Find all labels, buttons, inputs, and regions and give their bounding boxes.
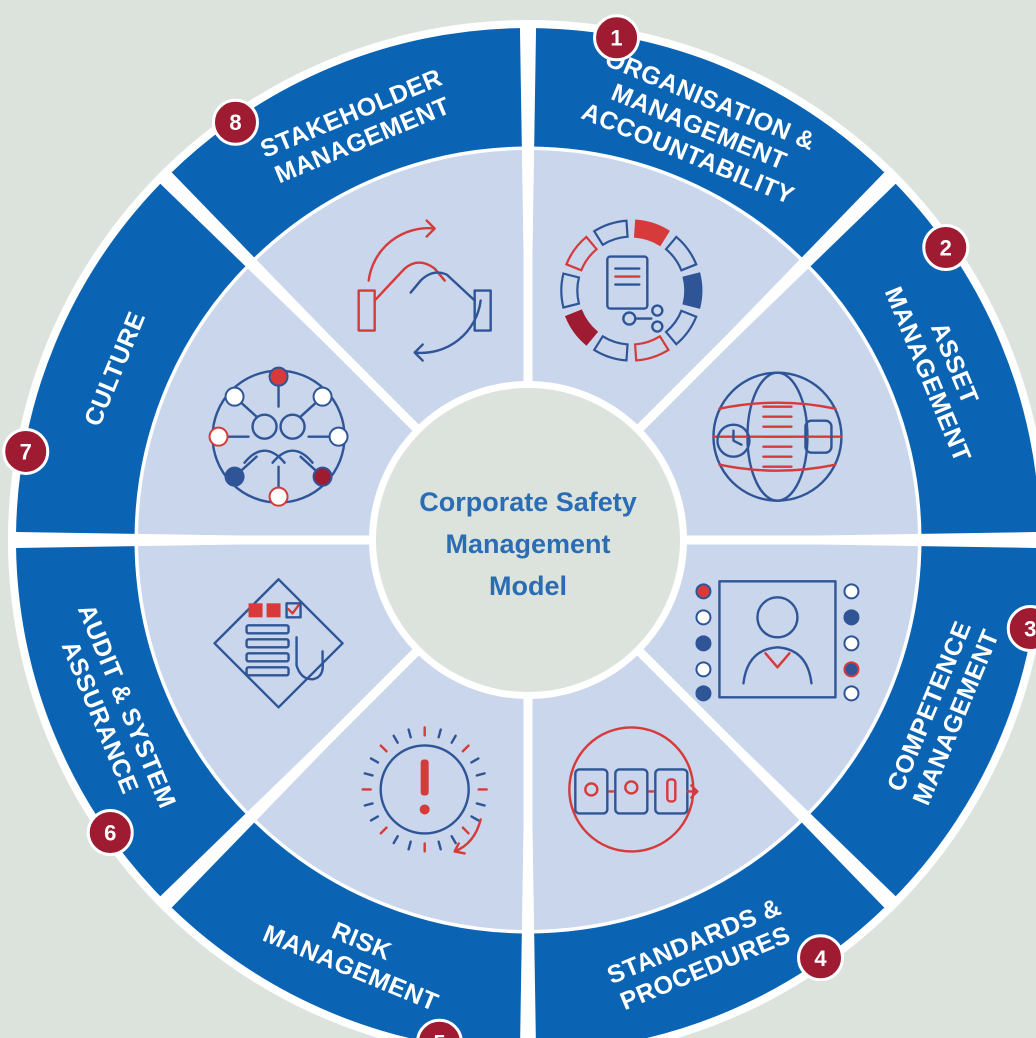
badge-number: 1 (610, 26, 622, 51)
badge-number: 5 (433, 1030, 445, 1038)
badge-circle (593, 14, 641, 62)
procedure-flow-icon (568, 726, 699, 853)
badge-circle (2, 427, 50, 475)
badge-number: 3 (1024, 617, 1036, 642)
segment-divider (632, 169, 899, 436)
segment-badge-7: 7 (2, 427, 50, 475)
badge-number: 6 (104, 821, 116, 846)
network-node (208, 426, 229, 447)
segment-badge-2: 2 (922, 223, 970, 271)
badge-circle (922, 223, 970, 271)
person-competence-icon (695, 580, 860, 702)
handshake-icon (357, 219, 492, 362)
globe-asset-icon (712, 371, 843, 502)
segment-badge-4: 4 (797, 934, 845, 982)
outer-segment-2 (809, 183, 1036, 534)
center-circle (376, 388, 680, 692)
ring-piece (664, 235, 698, 272)
segment-divider (157, 169, 424, 436)
inner-segment-1 (530, 150, 800, 431)
inner-segment-5 (256, 649, 526, 930)
segment-badge-3: 3 (1006, 605, 1036, 653)
network-node (268, 366, 289, 387)
inner-segment-8 (256, 150, 526, 431)
segment-icons (208, 219, 860, 855)
node (695, 661, 712, 678)
segment-badge-5: 5 (416, 1018, 463, 1038)
badge-circle (797, 934, 845, 982)
center-hub: Corporate Safety Management Model (376, 388, 680, 692)
exclamation-dot (419, 804, 430, 815)
node (695, 635, 712, 652)
center-title-line-3: Model (489, 571, 567, 601)
ring-piece (682, 272, 703, 309)
network-node (268, 486, 289, 507)
inner-segment-4 (530, 649, 800, 930)
center-title-line-1: Corporate Safety (419, 487, 637, 517)
center-title-line-2: Management (445, 529, 610, 559)
badge-circle (1006, 605, 1036, 653)
node (843, 609, 860, 626)
network-node (328, 426, 349, 447)
badge-circle (211, 98, 259, 146)
ring-piece (633, 334, 670, 362)
outer-segment-5 (171, 821, 522, 1038)
ring-separator (134, 146, 922, 934)
node (843, 685, 860, 702)
check-box (266, 603, 281, 618)
segment-divider (157, 644, 424, 911)
ring-piece (564, 235, 599, 272)
node (843, 635, 860, 652)
risk-alert-icon (361, 726, 488, 855)
node (843, 661, 860, 678)
inner-segment-3 (637, 542, 918, 812)
center-ring-border (369, 381, 687, 699)
node (695, 609, 712, 626)
ring-piece (664, 309, 698, 346)
outer-segment-7 (16, 183, 247, 534)
outer-segment-4 (534, 821, 885, 1038)
segment-divider (632, 644, 899, 911)
audit-checklist-icon (213, 578, 344, 709)
network-node (312, 386, 333, 407)
people-network-icon (208, 366, 349, 507)
outer-segment-3 (809, 546, 1036, 897)
badge-number: 4 (814, 946, 827, 971)
check-box (248, 603, 263, 618)
exclamation-bar (420, 759, 429, 796)
segment-badges: 1 2 3 4 5 6 7 8 (2, 14, 1036, 1038)
badge-number: 8 (229, 110, 241, 135)
badge-circle (86, 809, 134, 857)
network-node (224, 466, 245, 487)
ring-piece (592, 219, 629, 247)
ring-piece (592, 334, 629, 362)
outer-segment-8 (171, 28, 522, 259)
node (843, 583, 860, 600)
segment-dividers (8, 20, 1036, 1038)
badge-number: 2 (940, 235, 952, 260)
outer-segment-6 (16, 546, 247, 897)
network-node (312, 466, 333, 487)
inner-segment-6 (138, 542, 419, 812)
ring-piece (633, 219, 670, 247)
network-node (224, 386, 245, 407)
ring-piece (564, 309, 599, 346)
badge-circle (416, 1018, 463, 1038)
outer-segment-1 (534, 28, 885, 259)
segment-badge-6: 6 (86, 809, 134, 857)
node (695, 583, 712, 600)
organisation-chart-icon (560, 219, 703, 362)
node (695, 685, 712, 702)
segment-badge-1: 1 (593, 14, 641, 62)
ring-piece (560, 272, 581, 309)
badge-number: 7 (20, 439, 32, 464)
segment-badge-8: 8 (211, 98, 259, 146)
